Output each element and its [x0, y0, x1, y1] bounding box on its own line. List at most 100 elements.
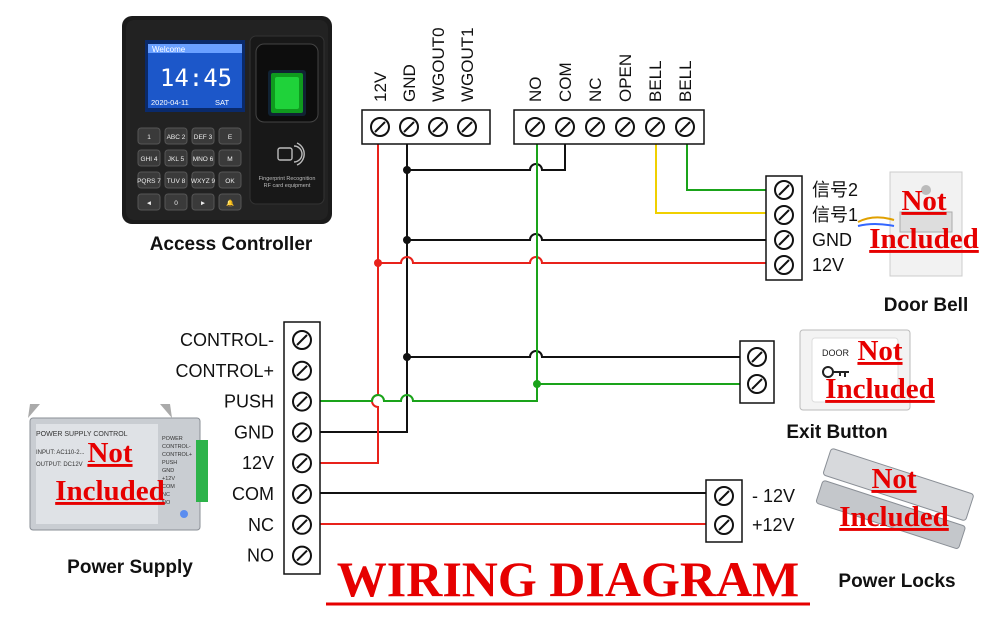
terminal-screw [615, 117, 635, 137]
psu-side-label: COM [162, 484, 175, 490]
keypad-key-label: WXYZ 9 [191, 178, 216, 185]
terminal-screw [675, 117, 695, 137]
door-bell-terminal-label: 信号2 [812, 180, 858, 200]
wires [318, 140, 768, 525]
not-included-text: Included [869, 223, 979, 255]
diagram-title: WIRING DIAGRAM [337, 551, 800, 607]
not-included-text: Included [825, 373, 935, 405]
keypad-key [164, 193, 188, 211]
terminal-screw [747, 347, 767, 367]
screen-date: 2020-04-11 [151, 98, 189, 107]
keypad-key [164, 127, 188, 145]
terminal-screw [747, 374, 767, 394]
key-icon [822, 366, 849, 378]
screen-title: Welcome [152, 45, 186, 54]
psu-side-label: +12V [162, 476, 175, 482]
not-included-text: Included [839, 501, 949, 533]
keypad-key-label: ► [200, 200, 206, 207]
keypad-key [137, 149, 161, 167]
controller-terminal-label: BELL [646, 60, 665, 102]
terminal-screw [714, 515, 734, 535]
keypad-key [218, 127, 242, 145]
keypad-key-label: GHI 4 [141, 156, 158, 163]
keypad-key [218, 149, 242, 167]
terminal-screw [714, 486, 734, 506]
terminal-screw [292, 360, 312, 381]
terminal-screw [774, 255, 794, 275]
controller-terminal-label: NO [526, 77, 545, 103]
terminal-screw [774, 230, 794, 250]
controller-terminal-label: 12V [371, 71, 390, 102]
power-supply-terminal-label: CONTROL+ [175, 361, 274, 381]
not-included-text: Not [871, 463, 916, 495]
power-supply-terminal-label: 12V [242, 453, 274, 473]
power-supply-terminal-label: PUSH [224, 392, 274, 412]
door-bell-caption: Door Bell [884, 295, 968, 316]
keypad-key-label: PQRS 7 [137, 178, 161, 185]
wire-bell2 [686, 140, 768, 191]
exit-button-caption: Exit Button [786, 422, 887, 443]
wire-bell1 [655, 140, 768, 214]
power-supply-picture: POWER SUPPLY CONTROL INPUT: AC110-2... O… [28, 404, 208, 531]
keypad-key [191, 127, 215, 145]
door-bell-picture [857, 171, 963, 277]
keypad-key-label: 0 [174, 200, 178, 207]
psu-side-label: CONTROL+ [162, 452, 192, 458]
keypad-key-label: OK [225, 178, 235, 185]
keypad-key [191, 171, 215, 189]
terminal-screw [555, 117, 575, 137]
keypad-key [137, 127, 161, 145]
psu-label-1: POWER SUPPLY CONTROL [36, 431, 128, 438]
wire-gnd-to-exit [407, 350, 742, 358]
terminal-screw [774, 180, 794, 200]
keypad-key-label: TUV 8 [167, 178, 186, 185]
power-locks-caption: Power Locks [838, 571, 955, 592]
psu-side-label: NC [162, 492, 170, 498]
door-bell-terminal-label: GND [812, 230, 852, 250]
not-included-text: Not [901, 185, 946, 217]
keypad-key-label: JKL 5 [168, 156, 185, 163]
terminal-screw [370, 117, 390, 137]
terminal-screw [399, 117, 419, 137]
terminal-screw [292, 391, 312, 412]
not-included-text: Not [87, 437, 132, 469]
power-supply-terminal-label: GND [234, 422, 274, 442]
wire-push [318, 384, 538, 402]
controller-terminal-label: GND [400, 64, 419, 102]
door-bell-terminal-label: 12V [812, 255, 844, 275]
controller-terminal-label: NC [586, 77, 605, 102]
terminal-screw [292, 514, 312, 535]
power-supply-caption: Power Supply [67, 557, 193, 578]
exit-button-picture: DOOR [799, 329, 911, 411]
psu-label-2: INPUT: AC110-2... [36, 450, 85, 456]
terminal-screw [292, 545, 312, 566]
keypad-key [137, 193, 161, 211]
terminal-screw [525, 117, 545, 137]
terminal-screw [457, 117, 477, 137]
keypad-key [191, 149, 215, 167]
keypad-key [218, 171, 242, 189]
keypad-key [191, 193, 215, 211]
keypad-key-label: 🔔 [226, 199, 234, 207]
power-supply-terminal-label: COM [232, 484, 274, 504]
psu-side-label: PUSH [162, 460, 177, 466]
junction-dot [374, 259, 382, 267]
rf-card-icon [277, 142, 305, 166]
wire-gnd-to-bell [407, 233, 768, 241]
keypad-key-label: 1 [147, 134, 151, 141]
controller-terminal-label: COM [556, 62, 575, 102]
keypad-key-label: DEF 3 [194, 134, 213, 141]
junction-dot [403, 353, 411, 361]
junction-dot [533, 380, 541, 388]
terminal-screw [292, 453, 312, 474]
